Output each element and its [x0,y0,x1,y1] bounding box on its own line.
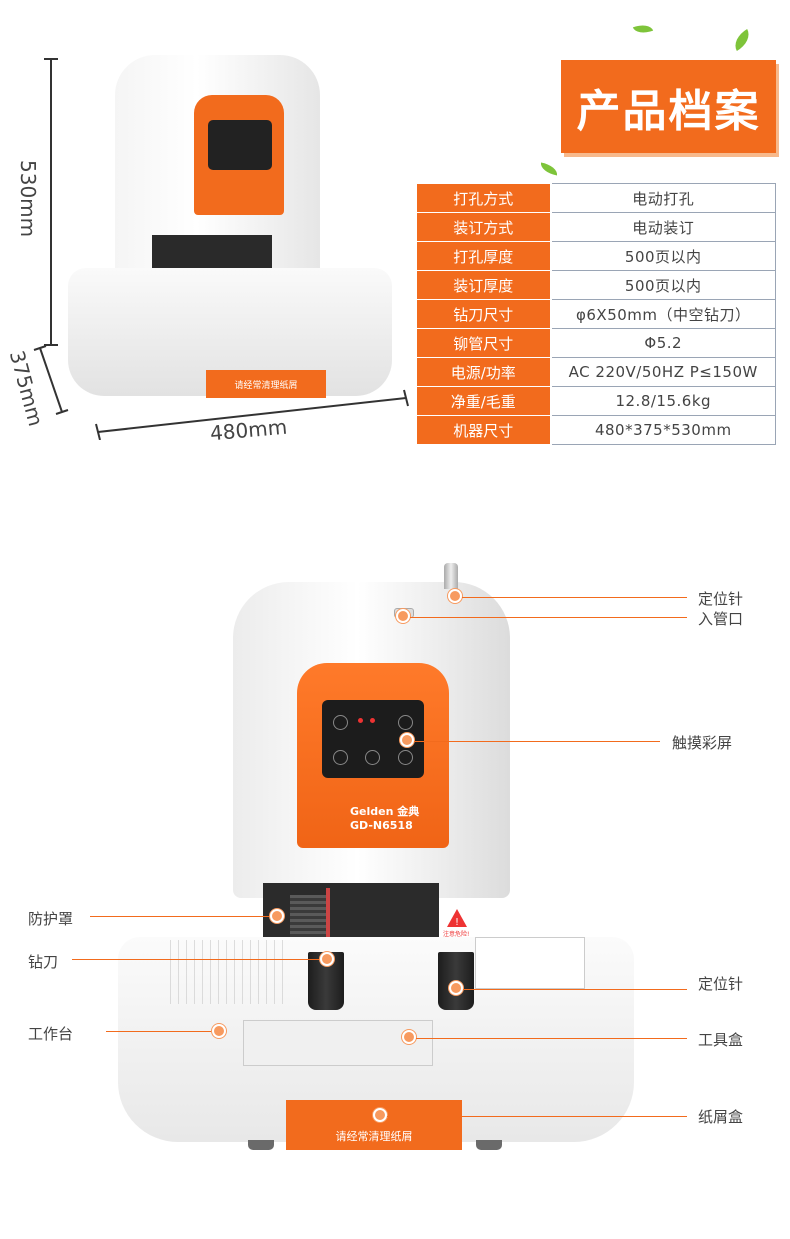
spec-key: 机器尺寸 [416,415,552,445]
indicator-light [370,718,375,723]
depth-dimension-tick [55,409,69,415]
callout-line [414,741,660,742]
leaf-decoration [729,28,755,52]
callout-line [416,1038,687,1039]
callout-tool-box: 工具盒 [698,1031,744,1049]
spec-key: 净重/毛重 [416,386,552,416]
callout-line [410,617,687,618]
width-dimension-tick [95,423,101,440]
indicator-light [358,718,363,723]
ruler-scale [170,940,290,1004]
spec-row: 装订方式电动装订 [416,212,776,242]
spec-value: φ6X50mm（中空钻刀） [550,299,776,329]
callout-line [106,1031,212,1032]
spec-value: AC 220V/50HZ P≤150W [550,357,776,387]
warning-label-text: 注意危险! [443,931,470,938]
width-dimension-line [97,397,407,433]
spec-value: 电动装订 [550,212,776,242]
dimension-lines-svg [33,345,409,440]
page-title: 产品档案 [561,60,776,153]
callout-dot [373,1108,387,1122]
callout-dot [320,952,334,966]
callout-work-table: 工作台 [28,1025,74,1043]
positioning-pin-knob [444,563,458,589]
spec-key: 打孔方式 [416,183,552,213]
height-dimension-line [44,58,58,346]
warning-triangle-icon: ! [447,909,467,928]
spec-key: 钻刀尺寸 [416,299,552,329]
leaf-decoration [632,21,654,37]
tool-box[interactable] [243,1020,433,1066]
depth-dimension-tick [33,345,47,351]
callout-tube-inlet: 入管口 [698,610,744,628]
spec-key: 打孔厚度 [416,241,552,271]
screen-button[interactable] [333,750,348,765]
callout-line [72,959,320,960]
warning-card [475,937,585,989]
callout-dot [448,589,462,603]
screen-button[interactable] [398,750,413,765]
callout-dot [396,609,410,623]
brand-name: Gelden 金典 [350,805,420,818]
callout-line [463,989,687,990]
depth-dimension-line [39,347,63,413]
callout-drill-bit: 钻刀 [28,953,59,971]
warning-label: ! [446,908,468,928]
callout-dot [212,1024,226,1038]
spec-value: 500页以内 [550,270,776,300]
spec-key: 铆管尺寸 [416,328,552,358]
callout-line [462,597,687,598]
callout-line [90,916,270,917]
height-dimension-label: 530mm [16,160,40,238]
machine-thumbnail-strip: 请经常清理纸屑 [206,370,326,398]
callout-dot [449,981,463,995]
callout-positioning-pin-bottom: 定位针 [698,975,744,993]
screen-button[interactable] [333,715,348,730]
spec-value: 480*375*530mm [550,415,776,445]
screen-button[interactable] [365,750,380,765]
machine-foot [248,1140,274,1150]
spec-key: 装订方式 [416,212,552,242]
brand-logo: Gelden 金典 GD-N6518 [350,805,419,833]
callout-dot [400,733,414,747]
spec-value: 12.8/15.6kg [550,386,776,416]
leaf-decoration [539,162,559,176]
screen-button[interactable] [398,715,413,730]
drill-indicator [326,888,330,958]
spec-value: 电动打孔 [550,183,776,213]
callout-line [387,1116,687,1117]
svg-text:!: ! [455,917,459,928]
callout-scrap-box: 纸屑盒 [698,1108,744,1126]
callout-dot [402,1030,416,1044]
callout-dot [270,909,284,923]
machine-foot [476,1140,502,1150]
callout-protective-cover: 防护罩 [28,910,74,928]
callout-positioning-pin-top: 定位针 [698,590,744,608]
spec-key: 电源/功率 [416,357,552,387]
spec-key: 装订厚度 [416,270,552,300]
callout-touch-screen: 触摸彩屏 [672,734,733,752]
spec-row: 打孔方式电动打孔 [416,183,776,213]
width-dimension-tick [403,389,409,407]
spec-value: 500页以内 [550,241,776,271]
machine-thumbnail-screen [208,120,272,170]
scrap-box[interactable]: 请经常清理纸屑 [286,1100,462,1150]
spec-value: Φ5.2 [550,328,776,358]
model-number: GD-N6518 [350,818,413,832]
